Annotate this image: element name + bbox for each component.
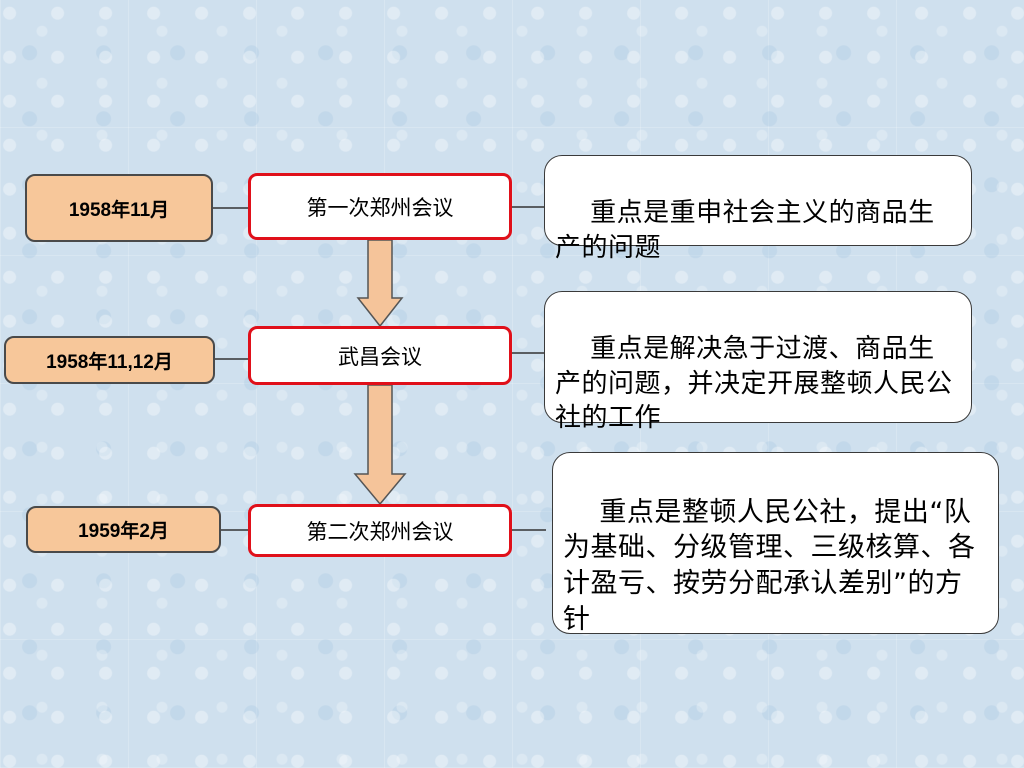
note-box-first-zhengzhou: 重点是重申社会主义的商品生产的问题 — [544, 155, 972, 263]
down-arrow-2 — [353, 384, 407, 506]
meeting-label: 第二次郑州会议 — [306, 519, 454, 544]
date-label: 1958年11月 — [68, 199, 170, 221]
down-arrow-1 — [356, 239, 404, 328]
note-text: 重点是重申社会主义的商品生产的问题 — [555, 198, 935, 263]
date-box-1958-nov-dec: 1958年11,12月 — [4, 336, 215, 384]
meeting-box-first-zhengzhou: 第一次郑州会议 — [248, 173, 512, 240]
meeting-box-second-zhengzhou: 第二次郑州会议 — [248, 504, 512, 557]
date-box-1958-nov: 1958年11月 — [25, 174, 213, 242]
note-box-wuchang: 重点是解决急于过渡、商品生产的问题，并决定开展整顿人民公社的工作 — [544, 291, 972, 433]
meeting-box-wuchang: 武昌会议 — [248, 326, 512, 385]
meeting-label: 第一次郑州会议 — [306, 195, 454, 220]
meeting-label: 武昌会议 — [338, 344, 422, 369]
date-label: 1959年2月 — [78, 521, 169, 542]
date-box-1959-feb: 1959年2月 — [26, 506, 221, 553]
note-text: 重点是整顿人民公社，提出“队为基础、分级管理、三级核算、各计盈亏、按劳分配承认差… — [563, 496, 976, 635]
note-text: 重点是解决急于过渡、商品生产的问题，并决定开展整顿人民公社的工作 — [555, 334, 953, 433]
note-box-second-zhengzhou: 重点是整顿人民公社，提出“队为基础、分级管理、三级核算、各计盈亏、按劳分配承认差… — [552, 452, 999, 635]
date-label: 1958年11,12月 — [46, 351, 173, 373]
